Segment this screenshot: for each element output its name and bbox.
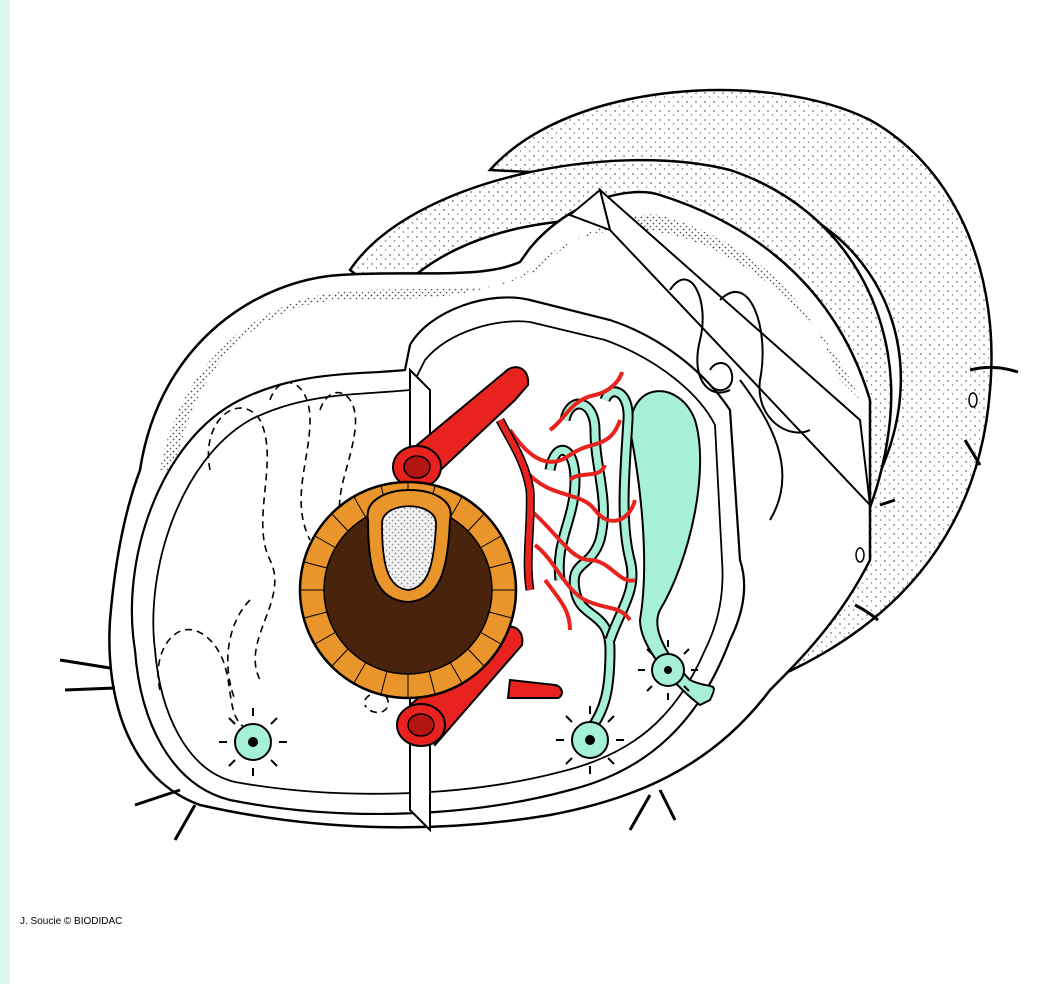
figure-frame: J. Soucie © BIODIDAC xyxy=(10,0,1038,984)
intestine xyxy=(300,482,516,698)
earthworm-cross-section-diagram xyxy=(10,0,1038,900)
image-credit: J. Soucie © BIODIDAC xyxy=(20,916,122,927)
